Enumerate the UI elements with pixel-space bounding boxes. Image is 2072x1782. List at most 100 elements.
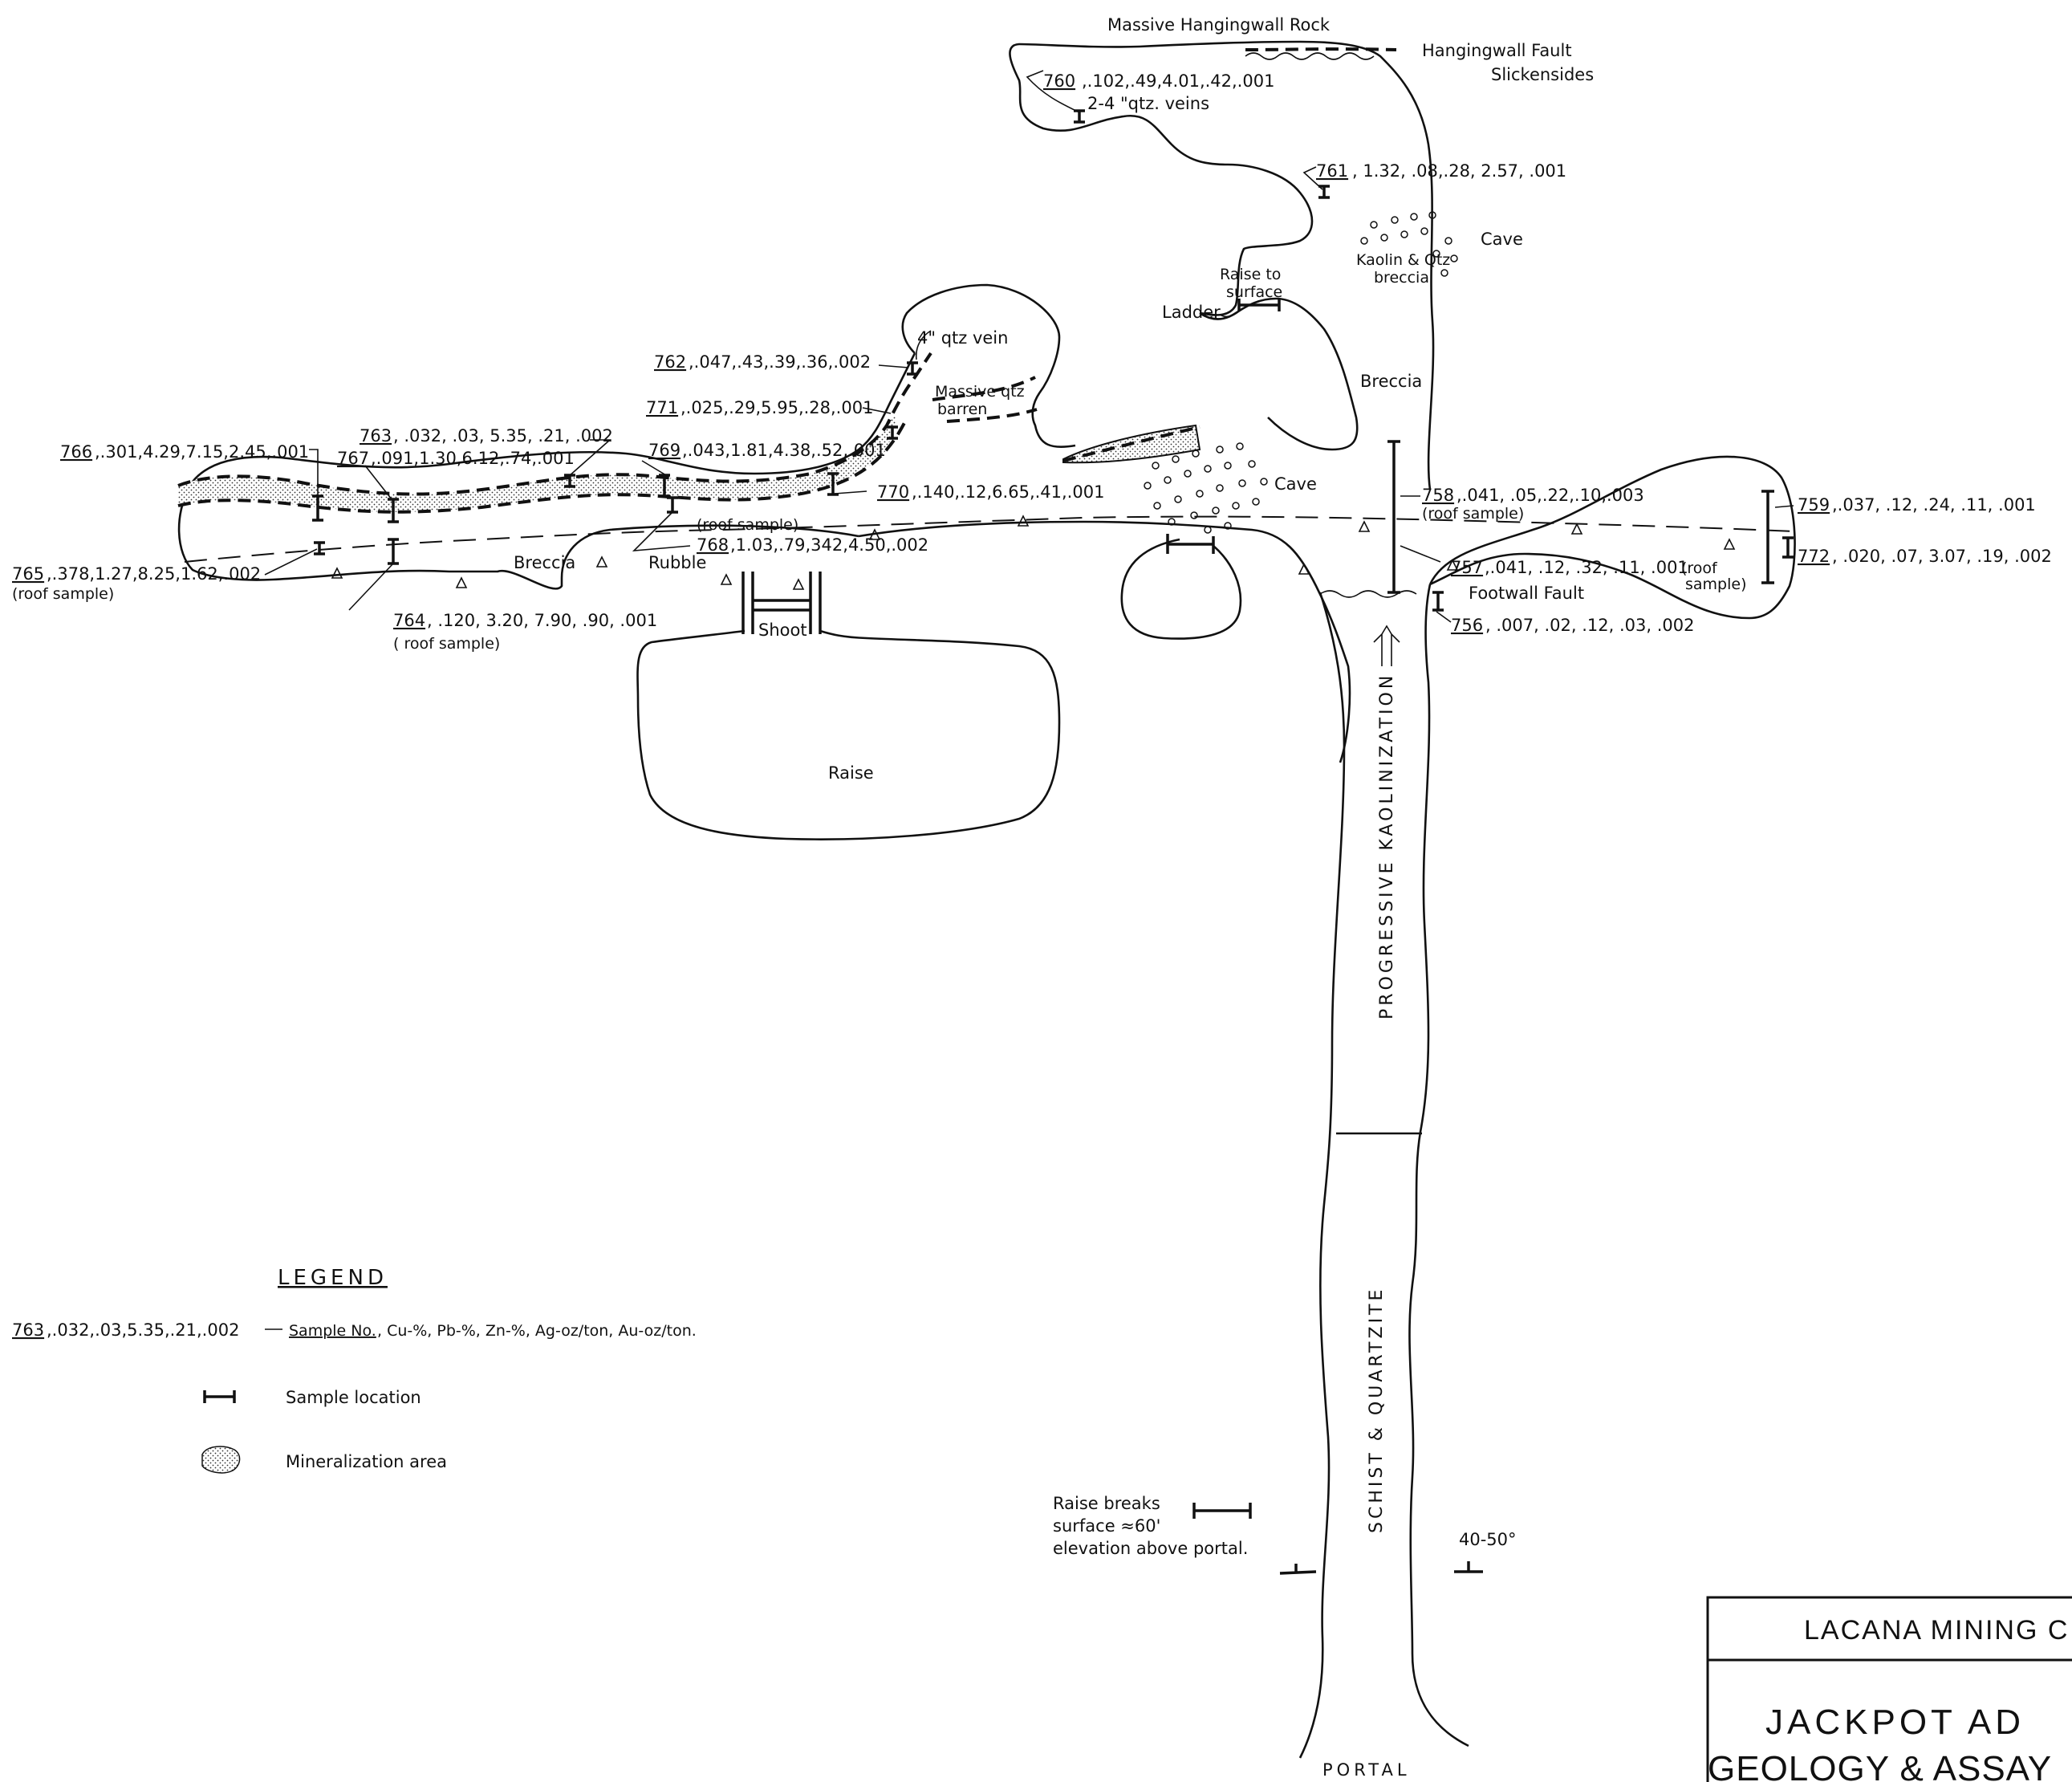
label-footwall-fault: Footwall Fault: [1469, 584, 1584, 603]
ladder-leader: [1219, 307, 1243, 318]
sample-768: (roof sample) 768 ,1.03,.79,342,4.50,.00…: [697, 516, 928, 555]
svg-text:757: 757: [1451, 558, 1483, 577]
svg-text:,.140,.12,6.65,.41,.001: ,.140,.12,6.65,.41,.001: [912, 482, 1104, 502]
label-slickensides: Slickensides: [1491, 65, 1594, 84]
legend-mineralization-symbol: [201, 1446, 241, 1474]
svg-text:764: 764: [393, 611, 425, 630]
svg-text:768: 768: [697, 535, 729, 555]
label-progressive-kaolinization: PROGRESSIVE KAOLINIZATION: [1377, 673, 1397, 1019]
sample-756: 756 , .007, .02, .12, .03, .002: [1451, 616, 1694, 635]
sample-772: 772 , .020, .07, 3.07, .19, .002: [1798, 547, 2052, 566]
svg-text:,.043,1.81,4.38,.52,.001: ,.043,1.81,4.38,.52,.001: [682, 441, 886, 460]
cave-boundary: [1062, 425, 1201, 462]
raise-outline: [636, 629, 1061, 840]
sample-770: 770 ,.140,.12,6.65,.41,.001: [877, 482, 1104, 502]
svg-text:( roof sample): ( roof sample): [393, 635, 500, 653]
svg-text:Raise breaks: Raise breaks: [1053, 1494, 1160, 1513]
svg-text:756: 756: [1451, 616, 1483, 635]
svg-text:,.102,.49,4.01,.42,.001: ,.102,.49,4.01,.42,.001: [1082, 71, 1274, 91]
lower-cave-oval: [1120, 538, 1242, 640]
svg-text:766: 766: [60, 442, 92, 462]
massive-qtz-boundary-1: [932, 376, 1036, 401]
svg-text:760: 760: [1043, 71, 1075, 91]
breccia-boundary: [184, 515, 1794, 563]
sample-766: 766 ,.301,4.29,7.15,2.45,.001: [60, 442, 309, 462]
svg-text:,.301,4.29,7.15,2.45,.001: ,.301,4.29,7.15,2.45,.001: [95, 442, 309, 462]
svg-text:,.025,.29,5.95,.28,.001: ,.025,.29,5.95,.28,.001: [681, 398, 873, 417]
sample-marks: [312, 109, 1794, 612]
label-rubble: Rubble: [648, 553, 706, 572]
svg-text:, .032, .03, 5.35, .21, .002: , .032, .03, 5.35, .21, .002: [393, 426, 613, 446]
svg-text:(roof sample): (roof sample): [697, 516, 798, 534]
hangingwall-fault-wave: [1245, 52, 1375, 60]
label-shoot: Shoot: [758, 620, 807, 640]
sample-757: 757 ,.041, .12, .32, .11, .001 (roof sam…: [1451, 558, 1747, 593]
svg-text:(roof: (roof: [1681, 559, 1718, 577]
bulge-wall: [901, 283, 1076, 449]
label-raise: Raise: [828, 763, 874, 783]
sample-763: 763 , .032, .03, 5.35, .21, .002: [360, 426, 613, 446]
raise-to-surface-symbol: [1237, 299, 1281, 311]
svg-text:,.047,.43,.39,.36,.002: ,.047,.43,.39,.36,.002: [689, 352, 871, 372]
legend-example-vals: ,.032,.03,5.35,.21,.002: [47, 1320, 239, 1340]
label-portal: PORTAL: [1322, 1760, 1411, 1780]
mineralization-upper-boundary: [177, 352, 932, 496]
sample-760: 760 ,.102,.49,4.01,.42,.001: [1043, 71, 1274, 91]
legend-example-no: 763: [12, 1320, 44, 1340]
legend-sample-location: Sample location: [286, 1388, 421, 1407]
mineralization-band: [178, 415, 896, 512]
svg-text:, .020, .07, 3.07, .19, .002: , .020, .07, 3.07, .19, .002: [1832, 547, 2052, 566]
sample-764: 764 , .120, 3.20, 7.90, .90, .001 ( roof…: [393, 611, 657, 653]
upper-working-wall: [1009, 40, 1435, 490]
sample-759: 759 ,.037, .12, .24, .11, .001: [1798, 495, 2036, 515]
svg-text:,.378,1.27,8.25,1.62,.002: ,.378,1.27,8.25,1.62,.002: [47, 564, 261, 584]
svg-text:761: 761: [1316, 161, 1348, 181]
sample-765: 765 ,.378,1.27,8.25,1.62,.002 (roof samp…: [12, 564, 261, 603]
svg-text:,.041, .12, .32, .11, .001: ,.041, .12, .32, .11, .001: [1485, 558, 1688, 577]
label-breccia-upper: Breccia: [1360, 372, 1422, 391]
right-crosscut-upper: [1428, 455, 1796, 620]
svg-text:, .007, .02, .12, .03, .002: , .007, .02, .12, .03, .002: [1485, 616, 1694, 635]
label-dip: 40-50°: [1459, 1530, 1517, 1549]
lower-cave-gate: [1166, 534, 1215, 554]
label-kaolin-2: breccia: [1374, 269, 1429, 287]
legend-title: LEGEND: [278, 1266, 388, 1290]
drift-right-bottom: [858, 520, 1351, 763]
sample-769: 769 ,.043,1.81,4.38,.52,.001: [648, 441, 886, 460]
adit-right-wall: [1408, 584, 1469, 1747]
svg-text:(roof sample): (roof sample): [1422, 505, 1524, 523]
legend-mineralization-area: Mineralization area: [286, 1452, 447, 1471]
label-massive-qtz-1: Massive qtz: [935, 383, 1025, 401]
cave-circles-lower: [1144, 442, 1268, 534]
sample-762: 762 ,.047,.43,.39,.36,.002: [654, 352, 871, 372]
shoot-structure: [741, 572, 822, 634]
hangingwall-fault: [1245, 47, 1397, 51]
svg-text:763: 763: [360, 426, 392, 446]
svg-text:,.037, .12, .24, .11, .001: ,.037, .12, .24, .11, .001: [1832, 495, 2036, 515]
title-block: LACANA MINING C JACKPOT AD GEOLOGY & ASS…: [1706, 1596, 2072, 1782]
legend-sample-location-symbol: [203, 1390, 236, 1403]
svg-text:767: 767: [337, 449, 369, 468]
svg-text:(roof sample): (roof sample): [12, 585, 114, 603]
sample-761: 761 , 1.32, .08,.28, 2.57, .001: [1316, 161, 1566, 181]
kaolinization-arrow: [1373, 625, 1400, 666]
sample-771: 771 ,.025,.29,5.95,.28,.001: [646, 398, 873, 417]
legend: LEGEND 763 ,.032,.03,5.35,.21,.002 Sampl…: [12, 1266, 697, 1474]
adit-left-wall: [1298, 592, 1346, 1759]
svg-text:,.041, .05,.22,.10,.003: ,.041, .05,.22,.10,.003: [1456, 486, 1644, 505]
svg-text:771: 771: [646, 398, 678, 417]
label-raise-surface-2: surface: [1226, 283, 1282, 301]
raise-note-symbol: [1192, 1503, 1252, 1519]
label-ladder: Ladder: [1162, 303, 1221, 322]
left-drift-wall: [177, 352, 916, 590]
label-breccia-left: Breccia: [514, 553, 575, 572]
label-hw-fault: Hangingwall Fault: [1422, 41, 1572, 60]
cave-circles-upper: [1360, 211, 1458, 277]
title-block-company: LACANA MINING C: [1804, 1615, 2069, 1646]
dip-symbol-right: [1454, 1561, 1483, 1573]
dip-symbol-left: [1279, 1564, 1317, 1575]
sample-758: 758 ,.041, .05,.22,.10,.003 (roof sample…: [1422, 486, 1644, 523]
legend-fields-head: Sample No.: [289, 1322, 376, 1340]
